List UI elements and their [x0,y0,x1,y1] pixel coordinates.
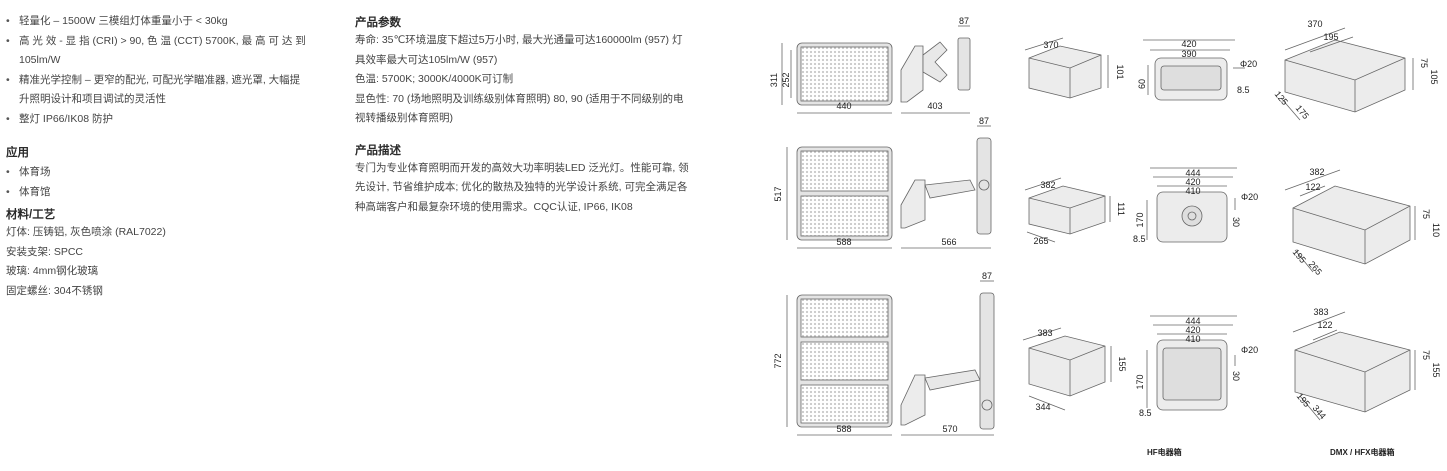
front-view-row2 [786,146,893,249]
side-view-row2 [900,125,992,249]
dim-label: 588 [836,424,851,434]
box-a-row1 [1024,37,1109,99]
material-line: 灯体: 压铸铝, 灰色喷涂 (RAL7022) [6,226,166,238]
dim-label: 75 [1419,58,1429,68]
dim-label: 175 [1294,103,1311,121]
application-item: 体育场 [6,163,306,183]
dim-label: 344 [1035,402,1050,412]
dim-label: 170 [1135,374,1145,389]
box-c-row2 [1284,169,1416,273]
dim-label: 370 [1043,40,1058,50]
dim-label: 370 [1307,19,1322,29]
application-heading: 应用 [6,147,29,159]
material-line: 玻璃: 4mm钢化玻璃 [6,265,99,277]
dim-label: 420 [1185,177,1200,187]
dim-label: 101 [1115,64,1125,79]
param-line: 色温: 5700K; 3000K/4000K可订制 [355,73,514,85]
dim-label: 111 [1116,202,1126,216]
dim-label: 155 [1117,356,1127,371]
dim-label: 105 [1429,69,1439,84]
dim-label: 566 [941,237,956,247]
dim-label: 75 [1421,209,1431,219]
dim-label: 265 [1307,259,1324,277]
drawings-svg: 311 252 440 87 403 370 101 420 390 Φ20 6… [769,16,1441,457]
dim-label: 420 [1181,39,1196,49]
dim-label: 444 [1185,316,1200,326]
description-heading: 产品描述 [355,144,401,157]
left-column: 轻量化 – 1500W 三模组灯体重量小于 < 30kg 高 光 效 - 显 指… [6,0,306,301]
dim-label: 87 [979,116,989,126]
feature-list: 轻量化 – 1500W 三模组灯体重量小于 < 30kg 高 光 效 - 显 指… [6,12,306,129]
dim-label: 390 [1181,49,1196,59]
box-c-row1 [1280,27,1414,121]
material-line: 安装支架: SPCC [6,245,84,258]
dim-label: 410 [1185,334,1200,344]
feature-item: 精准光学控制 – 更窄的配光, 可配光学瞄准器, 遮光罩, 大幅提升照明设计和项… [6,71,306,110]
dim-label: 570 [942,424,957,434]
dim-label: 252 [781,72,791,87]
param-line: 寿命: 35℃环境温度下超过5万小时, 最大光通量可达160000lm (957… [355,34,683,66]
dim-label: 440 [836,101,851,111]
dim-label: 444 [1185,168,1200,178]
dim-label: Φ20 [1240,59,1257,69]
dim-label: 517 [773,186,783,201]
dim-label: Φ20 [1241,192,1258,202]
feature-item: 整灯 IP66/IK08 防护 [6,110,306,130]
box-b-row3 [1146,315,1237,411]
side-view-row3 [900,280,995,436]
side-view-row1 [900,25,971,114]
params-heading: 产品参数 [355,17,401,29]
box-b-row2 [1146,167,1237,243]
dim-label: 344 [1311,403,1328,421]
dim-label: 265 [1033,236,1048,246]
dim-label: Φ20 [1241,345,1258,355]
dim-label: 382 [1040,180,1055,190]
dim-label: 383 [1037,328,1052,338]
dim-label: 75 [1421,350,1431,360]
dim-label: 122 [1305,182,1320,192]
dim-label: 155 [1431,362,1441,377]
application-item: 体育馆 [6,183,306,203]
dim-label: 588 [836,237,851,247]
dim-label: 8.5 [1133,234,1146,244]
dim-label: 403 [927,101,942,111]
param-line: 显色性: 70 (场地照明及训练级别体育照明) 80, 90 (适用于不同级别的… [355,92,684,125]
dim-label: 772 [773,353,783,368]
dim-label: 410 [1185,186,1200,196]
dim-label: 195 [1323,32,1338,42]
dim-label: 30 [1231,371,1241,381]
materials-heading: 材料/工艺 [6,209,56,221]
dmx-box-caption: DMX / HFX电器箱 [1330,447,1394,457]
dim-label: 420 [1185,325,1200,335]
material-line: 固定螺丝: 304不锈钢 [6,284,103,297]
dim-label: 8.5 [1139,408,1152,418]
dim-label: 122 [1317,320,1332,330]
box-a-row3 [1022,327,1112,411]
dim-label: 311 [769,73,779,87]
dim-label: 170 [1135,212,1145,227]
front-view-row1 [781,42,893,114]
feature-item: 高 光 效 - 显 指 (CRI) > 90, 色 温 (CCT) 5700K,… [6,32,306,71]
dim-label: 383 [1313,307,1328,317]
feature-item: 轻量化 – 1500W 三模组灯体重量小于 < 30kg [6,12,306,32]
box-a-row2 [1024,177,1111,243]
dim-label: 8.5 [1237,85,1250,95]
front-view-row3 [786,294,893,436]
dim-label: 382 [1309,167,1324,177]
application-list: 体育场 体育馆 [6,163,306,202]
dim-label: 87 [959,16,969,26]
hf-box-caption: HF电器箱 [1147,447,1182,457]
dim-label: 110 [1431,223,1441,237]
box-b-row1 [1143,39,1245,101]
description-text: 专门为专业体育照明而开发的高效大功率明装LED 泛光灯。性能可靠, 领先设计, … [355,161,689,213]
middle-column: 产品参数 寿命: 35℃环境温度下超过5万小时, 最大光通量可达160000lm… [355,0,690,217]
materials-list: 灯体: 压铸铝, 灰色喷涂 (RAL7022) 安装支架: SPCC 玻璃: 4… [6,223,306,301]
params-list: 寿命: 35℃环境温度下超过5万小时, 最大光通量可达160000lm (957… [355,31,690,129]
dim-label: 30 [1231,217,1241,227]
box-c-row3 [1292,311,1416,421]
dim-label: 60 [1137,79,1147,89]
dim-label: 87 [982,271,992,281]
dimension-drawings: 311 252 440 87 403 370 101 420 390 Φ20 6… [765,10,1447,471]
